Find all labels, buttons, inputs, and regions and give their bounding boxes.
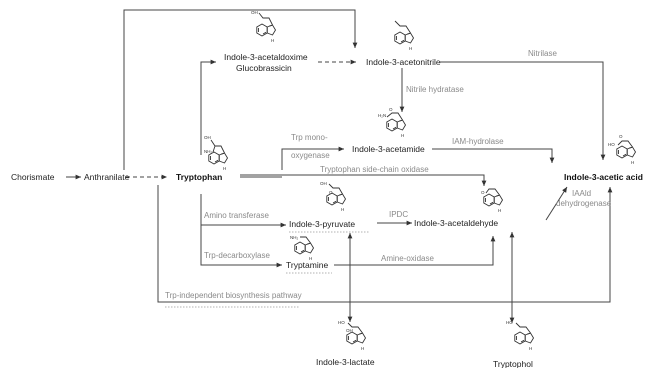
tryptophan-label: Tryptophan xyxy=(176,172,222,182)
svg-text:H: H xyxy=(631,160,634,165)
svg-text:OH: OH xyxy=(346,328,353,333)
arrow-ian-iaa xyxy=(440,61,606,160)
iaald-structure: O H xyxy=(481,188,503,213)
arrow-trp-iaox xyxy=(200,59,216,155)
svg-text:H: H xyxy=(223,166,226,171)
svg-text:H: H xyxy=(401,133,404,138)
iam-hydrolase-label: IAM-hydrolase xyxy=(452,137,504,146)
svg-text:HO: HO xyxy=(338,320,345,325)
tryptophol-structure: HO H xyxy=(506,320,534,351)
iaald-label: Indole-3-acetaldehyde xyxy=(414,218,498,228)
svg-text:H: H xyxy=(341,207,344,212)
svg-text:OH: OH xyxy=(320,181,327,186)
arrow-anthranilate-ian xyxy=(123,9,358,170)
iam-label: Indole-3-acetamide xyxy=(352,144,425,154)
ipya-label: Indole-3-pyruvate xyxy=(289,219,355,229)
arrow-iam-iaa xyxy=(432,148,555,163)
tryptophan-structure: OH NH₂ H xyxy=(204,135,228,171)
ian-label: Indole-3-acetonitrile xyxy=(366,57,441,67)
trp-monooxygenase-label-2: oxygenase xyxy=(291,151,330,160)
svg-text:O: O xyxy=(389,107,393,112)
ila-structure: HO OH H xyxy=(338,320,366,351)
tryptophol-label: Tryptophol xyxy=(493,359,533,368)
iam-structure: H₂N O H xyxy=(378,107,406,138)
iaald-dehydrogenase-label-1: IAAld xyxy=(572,189,591,198)
svg-text:H: H xyxy=(498,208,501,213)
nitrile-hydratase-label: Nitrile hydratase xyxy=(406,85,464,94)
arrow-trp-independent xyxy=(157,185,613,303)
ila-label: Indole-3-lactate xyxy=(316,357,375,367)
tryptamine-label: Tryptamine xyxy=(286,260,328,270)
svg-text:HO: HO xyxy=(608,142,615,147)
iaox-label-line2: Glucobrassicin xyxy=(236,63,292,73)
arrow-iaald-iaa xyxy=(545,186,568,221)
svg-text:H: H xyxy=(361,346,364,351)
svg-text:HO: HO xyxy=(506,320,513,325)
svg-text:H₂N: H₂N xyxy=(378,113,386,118)
arrow-trp-ipya xyxy=(200,194,286,228)
tryptamine-structure: NH₂ H xyxy=(290,235,314,261)
trp-independent-label: Trp-independent biosynthesis pathway xyxy=(165,291,302,300)
ipya-structure: OH O H xyxy=(320,181,346,212)
ian-structure: H xyxy=(394,20,414,51)
svg-text:H: H xyxy=(529,346,532,351)
svg-text:O: O xyxy=(481,190,485,195)
svg-text:NH₂: NH₂ xyxy=(290,235,298,240)
iaox-label-line1: Indole-3-acetaldoxime xyxy=(224,52,308,62)
anthranilate-label: Anthranilate xyxy=(84,172,130,182)
iaa-label: Indole-3-acetic acid xyxy=(564,172,643,182)
trp-monooxygenase-label-1: Trp mono- xyxy=(291,133,328,142)
iaox-structure: OH H xyxy=(251,10,276,43)
chorismate-label: Chorismate xyxy=(11,172,55,182)
amino-transferase-label: Amino transferase xyxy=(204,211,269,220)
arrow-tryptamine-iaald xyxy=(334,236,496,266)
svg-text:NH₂: NH₂ xyxy=(204,149,212,154)
ipdc-label: IPDC xyxy=(389,210,408,219)
amine-oxidase-label: Amine-oxidase xyxy=(381,254,434,263)
arrow-trp-tryptamine xyxy=(200,225,282,268)
trp-decarboxylase-label: Trp-decarboxylase xyxy=(204,251,271,260)
iaa-structure: HO O H xyxy=(608,134,636,165)
svg-text:O: O xyxy=(619,134,623,139)
arrow-trp-iam xyxy=(281,146,344,170)
svg-text:OH: OH xyxy=(251,10,258,15)
svg-text:OH: OH xyxy=(204,135,211,140)
nitrilase-label: Nitrilase xyxy=(528,49,557,58)
svg-text:H: H xyxy=(271,38,274,43)
svg-text:H: H xyxy=(409,46,412,51)
svg-text:O: O xyxy=(329,190,333,195)
arrow-trp-iaald-sidechain xyxy=(240,174,487,186)
svg-text:H: H xyxy=(309,256,312,261)
side-chain-oxidase-label: Tryptophan side-chain oxidase xyxy=(320,165,429,174)
iaald-dehydrogenase-label-2: dehydrogenase xyxy=(556,199,612,208)
